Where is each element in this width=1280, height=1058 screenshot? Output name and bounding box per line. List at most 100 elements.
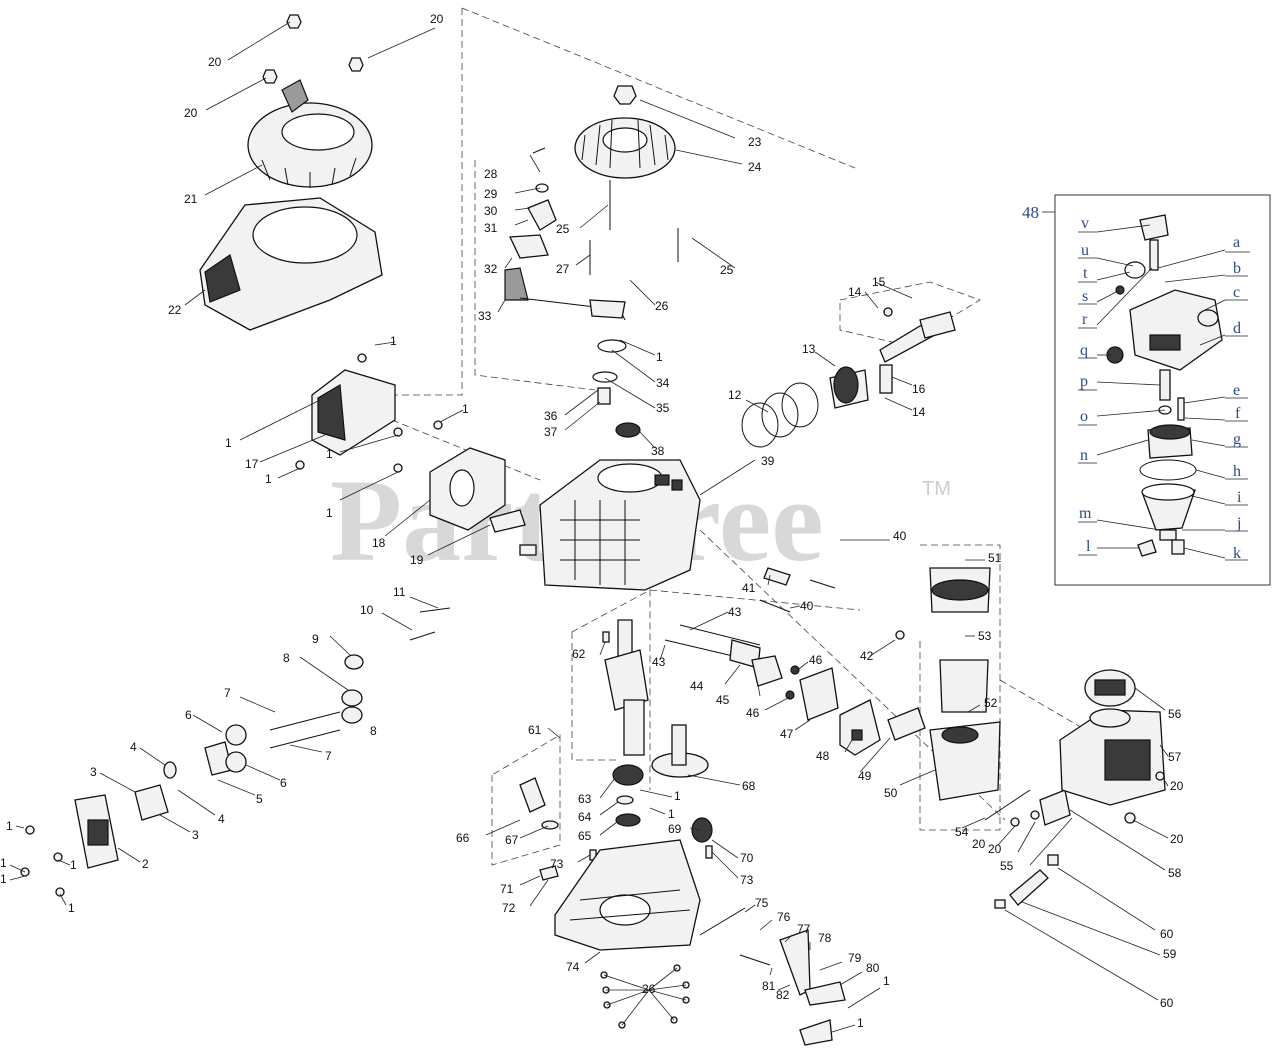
callout-56: 56 bbox=[1168, 707, 1182, 721]
callout-4: 4 bbox=[130, 740, 137, 754]
inset-label-q: q bbox=[1080, 342, 1088, 359]
callout-10: 10 bbox=[360, 603, 374, 617]
callout-3: 3 bbox=[192, 828, 199, 842]
callout-7: 7 bbox=[224, 686, 231, 700]
callout-labels: 20 20 20 21 22 23 24 28 29 30 31 25 27 3… bbox=[0, 12, 1184, 1030]
inset-label-g: g bbox=[1233, 431, 1241, 448]
callout-37: 37 bbox=[544, 425, 558, 439]
callout-60: 60 bbox=[1160, 927, 1174, 941]
callout-25: 25 bbox=[720, 263, 734, 277]
callout-62: 62 bbox=[572, 647, 586, 661]
callout-16: 16 bbox=[912, 382, 926, 396]
inset-title: 48 bbox=[1022, 203, 1039, 222]
callout-78: 78 bbox=[818, 931, 832, 945]
piston-group bbox=[741, 311, 956, 448]
inset-label-v: v bbox=[1081, 215, 1089, 232]
callout-26: 26 bbox=[642, 982, 656, 996]
callout-7: 7 bbox=[325, 749, 332, 763]
callout-63: 63 bbox=[578, 792, 592, 806]
inset-label-l: l bbox=[1086, 538, 1091, 555]
camshaft bbox=[651, 724, 709, 778]
callout-13: 13 bbox=[802, 342, 816, 356]
fuel-tank bbox=[1059, 669, 1166, 806]
inset-label-j: j bbox=[1236, 515, 1241, 532]
inset-label-t: t bbox=[1083, 265, 1088, 282]
callout-47: 47 bbox=[780, 727, 794, 741]
callout-20: 20 bbox=[1170, 779, 1184, 793]
callout-12: 12 bbox=[728, 388, 742, 402]
callout-8: 8 bbox=[283, 651, 290, 665]
callout-9: 9 bbox=[312, 632, 319, 646]
crankcase-bolts bbox=[600, 964, 690, 1029]
callout-8: 8 bbox=[370, 724, 377, 738]
callout-53: 53 bbox=[978, 629, 992, 643]
engine-block bbox=[519, 459, 701, 591]
callout-50: 50 bbox=[884, 786, 898, 800]
callout-38: 38 bbox=[651, 444, 665, 458]
callout-1: 1 bbox=[668, 807, 675, 821]
watermark-tm: TM bbox=[922, 478, 951, 500]
callout-1: 1 bbox=[656, 350, 663, 364]
callout-1: 1 bbox=[225, 436, 232, 450]
callout-73: 73 bbox=[550, 857, 564, 871]
callout-32: 32 bbox=[484, 262, 498, 276]
callout-33: 33 bbox=[478, 309, 492, 323]
callout-36: 36 bbox=[544, 409, 558, 423]
inset-label-o: o bbox=[1080, 408, 1088, 425]
carburetor-small bbox=[839, 699, 881, 756]
blower-housing bbox=[199, 197, 383, 331]
callout-20: 20 bbox=[1170, 832, 1184, 846]
callout-43: 43 bbox=[728, 605, 742, 619]
inset-label-u: u bbox=[1081, 242, 1089, 259]
inset-label-f: f bbox=[1235, 405, 1241, 422]
callout-46: 46 bbox=[746, 706, 760, 720]
inset-label-s: s bbox=[1082, 288, 1088, 305]
carburetor-inset: 48 bbox=[1022, 194, 1271, 586]
callout-1: 1 bbox=[326, 447, 333, 461]
callout-31: 31 bbox=[484, 221, 498, 235]
callout-58: 58 bbox=[1168, 866, 1182, 880]
callout-40: 40 bbox=[893, 529, 907, 543]
callout-14: 14 bbox=[848, 285, 862, 299]
callout-76: 76 bbox=[777, 910, 791, 924]
callout-1: 1 bbox=[857, 1016, 864, 1030]
leader-lines bbox=[9, 21, 1169, 1033]
inset-label-n: n bbox=[1080, 447, 1088, 464]
callout-70: 70 bbox=[740, 851, 754, 865]
callout-61: 61 bbox=[528, 723, 542, 737]
callout-1: 1 bbox=[68, 901, 75, 915]
callout-81: 81 bbox=[762, 979, 776, 993]
callout-27: 27 bbox=[556, 262, 570, 276]
callout-41: 41 bbox=[742, 581, 756, 595]
nut-icon bbox=[286, 14, 302, 29]
callout-20: 20 bbox=[430, 12, 444, 26]
inset-label-k: k bbox=[1233, 545, 1241, 562]
callout-14: 14 bbox=[912, 405, 926, 419]
callout-26: 26 bbox=[655, 299, 669, 313]
callout-80: 80 bbox=[866, 961, 880, 975]
callout-22: 22 bbox=[168, 303, 182, 317]
flywheel bbox=[574, 85, 676, 230]
callout-48: 48 bbox=[816, 749, 830, 763]
callout-55: 55 bbox=[1000, 859, 1014, 873]
governor-linkage bbox=[504, 147, 626, 321]
callout-29: 29 bbox=[484, 187, 498, 201]
callout-6: 6 bbox=[185, 708, 192, 722]
inset-label-e: e bbox=[1233, 382, 1240, 399]
callout-1: 1 bbox=[0, 872, 7, 886]
callout-46: 46 bbox=[809, 653, 823, 667]
callout-1: 1 bbox=[883, 974, 890, 988]
crankcase-cover bbox=[554, 839, 701, 951]
callout-67: 67 bbox=[505, 833, 519, 847]
callout-1: 1 bbox=[6, 819, 13, 833]
callout-43: 43 bbox=[652, 655, 666, 669]
callout-79: 79 bbox=[848, 951, 862, 965]
inset-label-b: b bbox=[1233, 260, 1241, 277]
callout-18: 18 bbox=[372, 536, 386, 550]
inset-label-c: c bbox=[1233, 284, 1240, 301]
inset-label-r: r bbox=[1082, 311, 1088, 328]
recoil-starter bbox=[247, 79, 373, 188]
callout-74: 74 bbox=[566, 960, 580, 974]
callout-23: 23 bbox=[748, 135, 762, 149]
